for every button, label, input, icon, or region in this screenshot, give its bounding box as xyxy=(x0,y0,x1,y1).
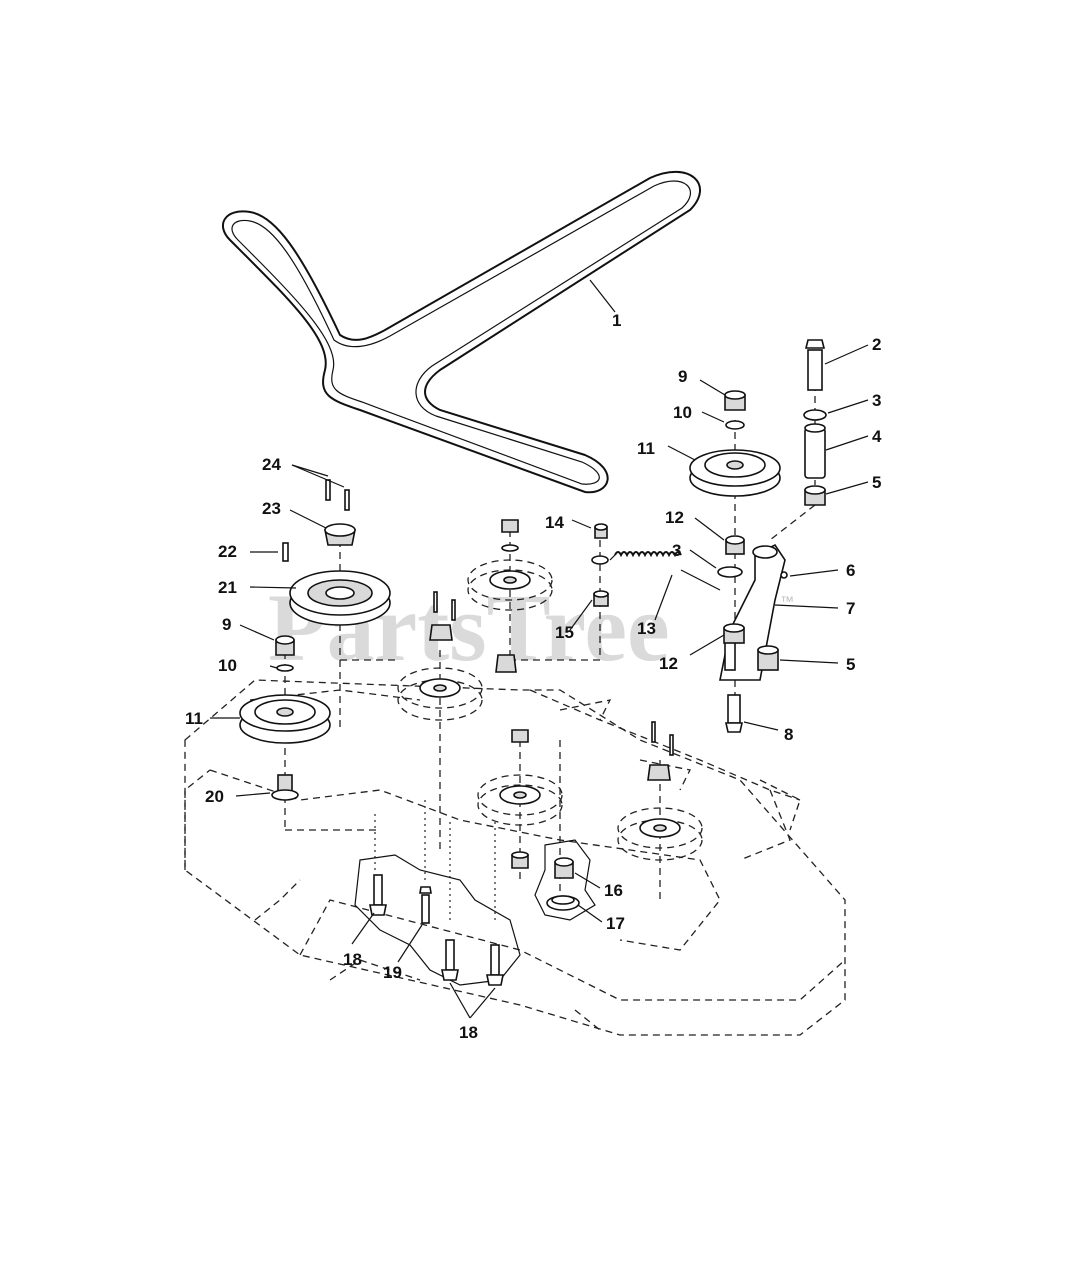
idler-pulley-left xyxy=(239,694,331,744)
callout-11b: 11 xyxy=(185,709,203,728)
spacer-tube xyxy=(804,423,826,479)
spindle-pulley-right xyxy=(617,721,703,861)
spindle-pulley-top xyxy=(467,519,553,611)
hub-screw-2 xyxy=(344,489,350,511)
flanged-bushing-left xyxy=(271,774,299,801)
callout-24: 24 xyxy=(262,455,281,474)
callout-16: 16 xyxy=(604,881,623,900)
idler-pulley-right xyxy=(689,449,781,497)
callout-18a: 18 xyxy=(343,950,362,969)
callout-3b: 3 xyxy=(672,541,681,560)
callout-10a: 10 xyxy=(673,403,692,422)
callout-17: 17 xyxy=(606,914,625,933)
bushing-top xyxy=(804,485,826,506)
callout-18b: 18 xyxy=(459,1023,478,1042)
callout-9a: 9 xyxy=(678,367,687,386)
spindle-pulley-center xyxy=(397,591,483,721)
spring-nut-top xyxy=(594,523,608,539)
flat-washer-top xyxy=(803,409,827,421)
washer-right-mid xyxy=(717,566,743,578)
callout-22: 22 xyxy=(218,542,237,561)
watermark-trademark: ™ xyxy=(780,593,794,609)
callout-14: 14 xyxy=(545,513,564,532)
callout-12a: 12 xyxy=(665,508,684,527)
washer-left xyxy=(276,664,294,672)
idler-bolt xyxy=(804,339,826,391)
locknut-right xyxy=(724,390,746,411)
callout-9b: 9 xyxy=(222,615,231,634)
cutaway-right xyxy=(534,839,596,921)
cutaway-left xyxy=(354,854,521,986)
bushing-bottom xyxy=(757,645,779,671)
callout-20: 20 xyxy=(205,787,224,806)
callout-21: 21 xyxy=(218,578,237,597)
callout-4: 4 xyxy=(872,427,882,446)
drive-belt xyxy=(221,170,701,494)
drive-pulley-left xyxy=(289,570,391,626)
callout-8: 8 xyxy=(784,725,793,744)
callout-3a: 3 xyxy=(872,391,881,410)
drive-key xyxy=(282,542,289,562)
callout-2: 2 xyxy=(872,335,881,354)
tension-spring xyxy=(591,551,721,591)
washer-right xyxy=(725,420,745,430)
callout-labels: 1 2 3 4 5 9 10 11 12 3 6 7 12 5 8 14 13 … xyxy=(185,311,882,1042)
spindle-nut-small xyxy=(511,851,529,869)
leader-lines xyxy=(210,279,869,1019)
locknut-left xyxy=(275,635,295,656)
callout-23: 23 xyxy=(262,499,281,518)
spring-bushing xyxy=(593,590,609,607)
idler-arm xyxy=(719,543,786,681)
callout-12b: 12 xyxy=(659,654,678,673)
spacer-right-bottom xyxy=(723,623,745,644)
callout-19: 19 xyxy=(383,963,402,982)
hub-screw-1 xyxy=(325,479,331,501)
idler-arm-bolt xyxy=(725,694,743,733)
callout-15: 15 xyxy=(555,623,574,642)
callout-13: 13 xyxy=(637,619,656,638)
drive-hub xyxy=(324,523,356,546)
callout-11a: 11 xyxy=(637,439,655,458)
callout-6: 6 xyxy=(846,561,855,580)
callout-5b: 5 xyxy=(846,655,855,674)
spacer-right-top xyxy=(725,535,745,555)
grease-fitting xyxy=(780,571,788,579)
callout-7: 7 xyxy=(846,599,855,618)
callout-5a: 5 xyxy=(872,473,881,492)
callout-1: 1 xyxy=(612,311,621,330)
spindle-pulley-lower xyxy=(477,654,563,826)
callout-10b: 10 xyxy=(218,656,237,675)
